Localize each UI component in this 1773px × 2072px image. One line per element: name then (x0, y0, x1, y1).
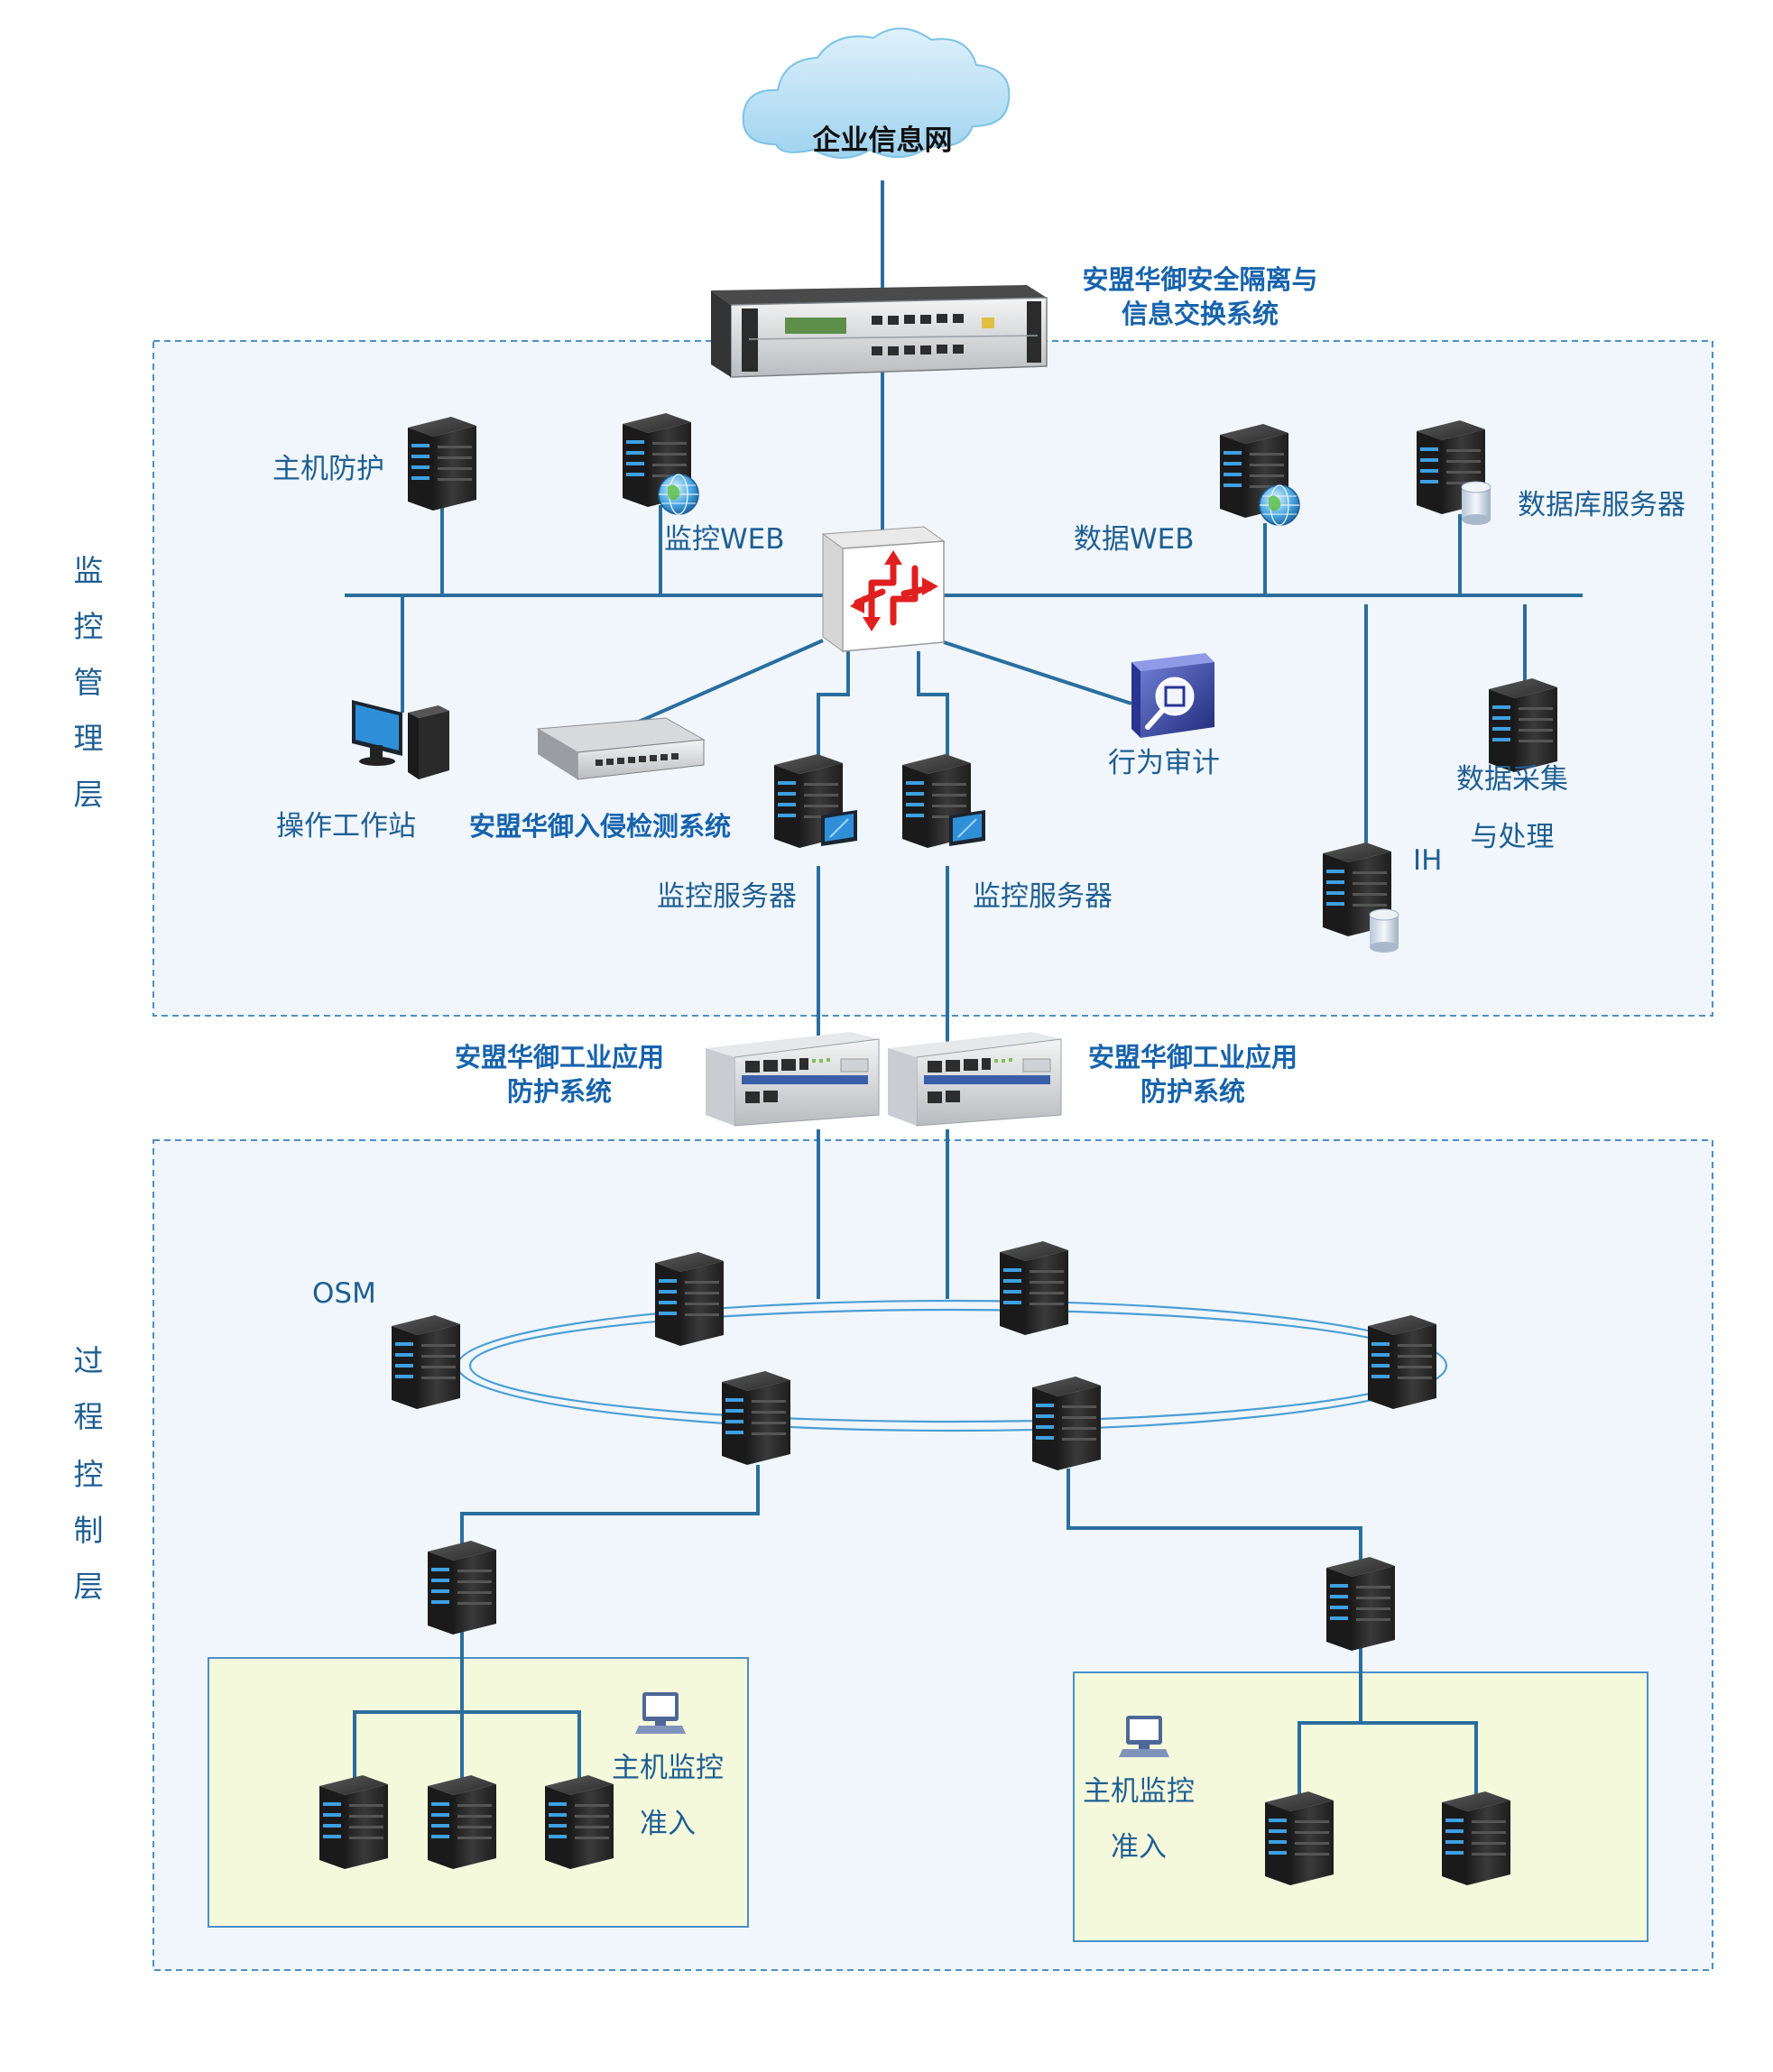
leaf-server-icon (545, 1775, 614, 1869)
monitor-icon (820, 809, 858, 847)
host-protect-server-icon (408, 417, 476, 511)
globe-icon (1259, 484, 1300, 526)
leaf-server-icon (319, 1775, 388, 1869)
audit-label: 行为审计 (1108, 747, 1220, 779)
ih-label: IH (1413, 844, 1442, 877)
rack-appliance-icon (711, 285, 1048, 378)
db-server-label: 数据库服务器 (1518, 489, 1685, 521)
host-monitor-right-line1: 主机监控 (1083, 1775, 1195, 1808)
ring-server-icon (1000, 1241, 1068, 1335)
ring-server-icon (722, 1371, 790, 1465)
ids-label: 安盟华御入侵检测系统 (469, 811, 731, 842)
database-icon (1369, 908, 1399, 953)
ids-appliance-icon (536, 717, 706, 780)
svg-text:制: 制 (74, 1513, 104, 1548)
tree-server-icon (428, 1541, 496, 1635)
database-icon (1461, 481, 1491, 526)
firewall-right-label-line1: 安盟华御工业应用 (1088, 1042, 1297, 1073)
osm-label: OSM (312, 1277, 376, 1310)
firewall-right-label-line2: 防护系统 (1140, 1076, 1245, 1107)
svg-text:监: 监 (74, 553, 104, 588)
host-monitor-right-line2: 准入 (1111, 1831, 1167, 1864)
isolation-system-label-line2: 信息交换系统 (1122, 299, 1279, 329)
host-monitor-icon (635, 1692, 686, 1734)
globe-icon (658, 474, 699, 515)
switch-icon (821, 526, 946, 652)
tree-server-icon (1326, 1557, 1395, 1651)
lower-layer-label: 过 程 控 制 层 (74, 1343, 104, 1604)
firewall-left-label-line1: 安盟华御工业应用 (455, 1042, 664, 1073)
firewall-left-label-line2: 防护系统 (507, 1076, 612, 1107)
monitor-web-label: 监控WEB (664, 523, 785, 556)
host-monitor-icon (1119, 1716, 1169, 1757)
network-links (345, 180, 1583, 1802)
leaf-server-icon (428, 1775, 496, 1869)
ring-server-icon (392, 1315, 460, 1409)
audit-magnifier-icon (1131, 653, 1214, 738)
upper-layer-label: 监 控 管 理 层 (74, 553, 104, 812)
svg-text:理: 理 (74, 721, 104, 756)
data-collect-label-line2: 与处理 (1471, 821, 1555, 853)
svg-text:层: 层 (74, 777, 104, 812)
industrial-firewall-icon (705, 1031, 880, 1127)
leaf-server-icon (1442, 1791, 1510, 1885)
ring-server-icon (1032, 1377, 1101, 1470)
data-collect-label-line1: 数据采集 (1456, 763, 1568, 796)
svg-text:程: 程 (74, 1399, 104, 1434)
svg-text:层: 层 (74, 1569, 104, 1604)
cloud-icon (742, 27, 1011, 159)
ring-server-icon (655, 1252, 724, 1346)
svg-text:过: 过 (74, 1343, 104, 1378)
svg-text:控: 控 (74, 609, 104, 644)
monitor-server-2-label: 监控服务器 (973, 880, 1113, 913)
ring-server-icon (1368, 1315, 1436, 1409)
data-web-label: 数据WEB (1074, 523, 1195, 556)
host-monitor-left-line1: 主机监控 (612, 1752, 724, 1784)
data-collect-server-icon (1489, 678, 1557, 772)
leaf-server-icon (1265, 1791, 1334, 1885)
workstation-label: 操作工作站 (276, 810, 416, 843)
host-monitor-left-line2: 准入 (640, 1808, 696, 1840)
host-protect-label: 主机防护 (272, 453, 384, 485)
industrial-firewall-icon (887, 1031, 1062, 1127)
svg-text:控: 控 (74, 1457, 104, 1492)
monitor-server-1-label: 监控服务器 (657, 880, 797, 913)
desktop-pc-icon (352, 700, 449, 779)
cloud-label: 企业信息网 (813, 124, 953, 157)
svg-text:管: 管 (74, 665, 104, 700)
monitor-icon (948, 809, 986, 847)
isolation-system-label-line1: 安盟华御安全隔离与 (1082, 264, 1317, 295)
